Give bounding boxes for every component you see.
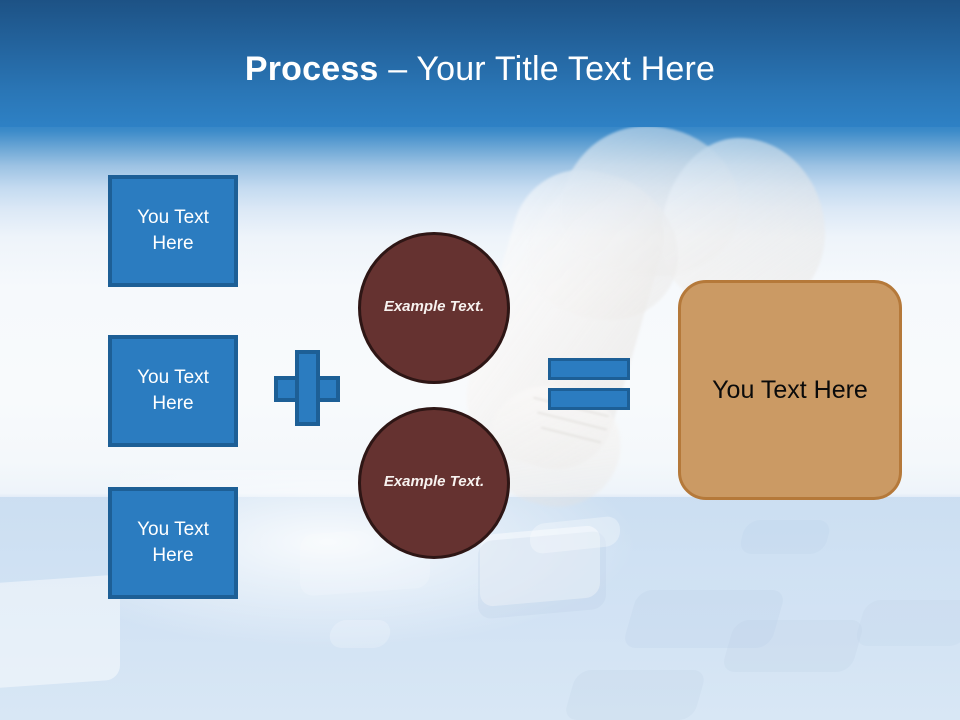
example-circle-1[interactable]: Example Text. (358, 232, 510, 384)
background-tile (327, 620, 393, 648)
step-box-3-label: You Text Here (137, 519, 209, 566)
step-box-1[interactable]: You Text Here (108, 175, 238, 287)
example-circle-2[interactable]: Example Text. (358, 407, 510, 559)
plus-operator-icon (274, 350, 340, 426)
equals-operator-icon (548, 358, 630, 410)
step-box-1-label: You Text Here (137, 207, 209, 254)
equals-top-bar (548, 358, 630, 380)
result-box-label: You Text Here (712, 375, 868, 404)
page-title-strong: Process (244, 50, 379, 88)
equals-bottom-bar (548, 388, 630, 410)
example-circle-1-label: Example Text. (383, 297, 485, 315)
title-banner (0, 0, 960, 127)
background-tile (0, 574, 120, 691)
result-box[interactable]: You Text Here (678, 280, 902, 500)
step-box-2[interactable]: You Text Here (108, 335, 238, 447)
page-title-rest: – Your Title Text Here (378, 50, 716, 88)
step-box-2-label: You Text Here (137, 367, 209, 414)
page-title: Process – Your Title Text Here (0, 50, 960, 88)
background-tile (720, 620, 866, 672)
background-tile (853, 600, 960, 646)
example-circle-2-label: Example Text. (383, 472, 485, 490)
step-box-3[interactable]: You Text Here (108, 487, 238, 599)
background-tile (737, 520, 833, 554)
plus-center-fill (299, 380, 316, 398)
background-tile (562, 670, 708, 720)
